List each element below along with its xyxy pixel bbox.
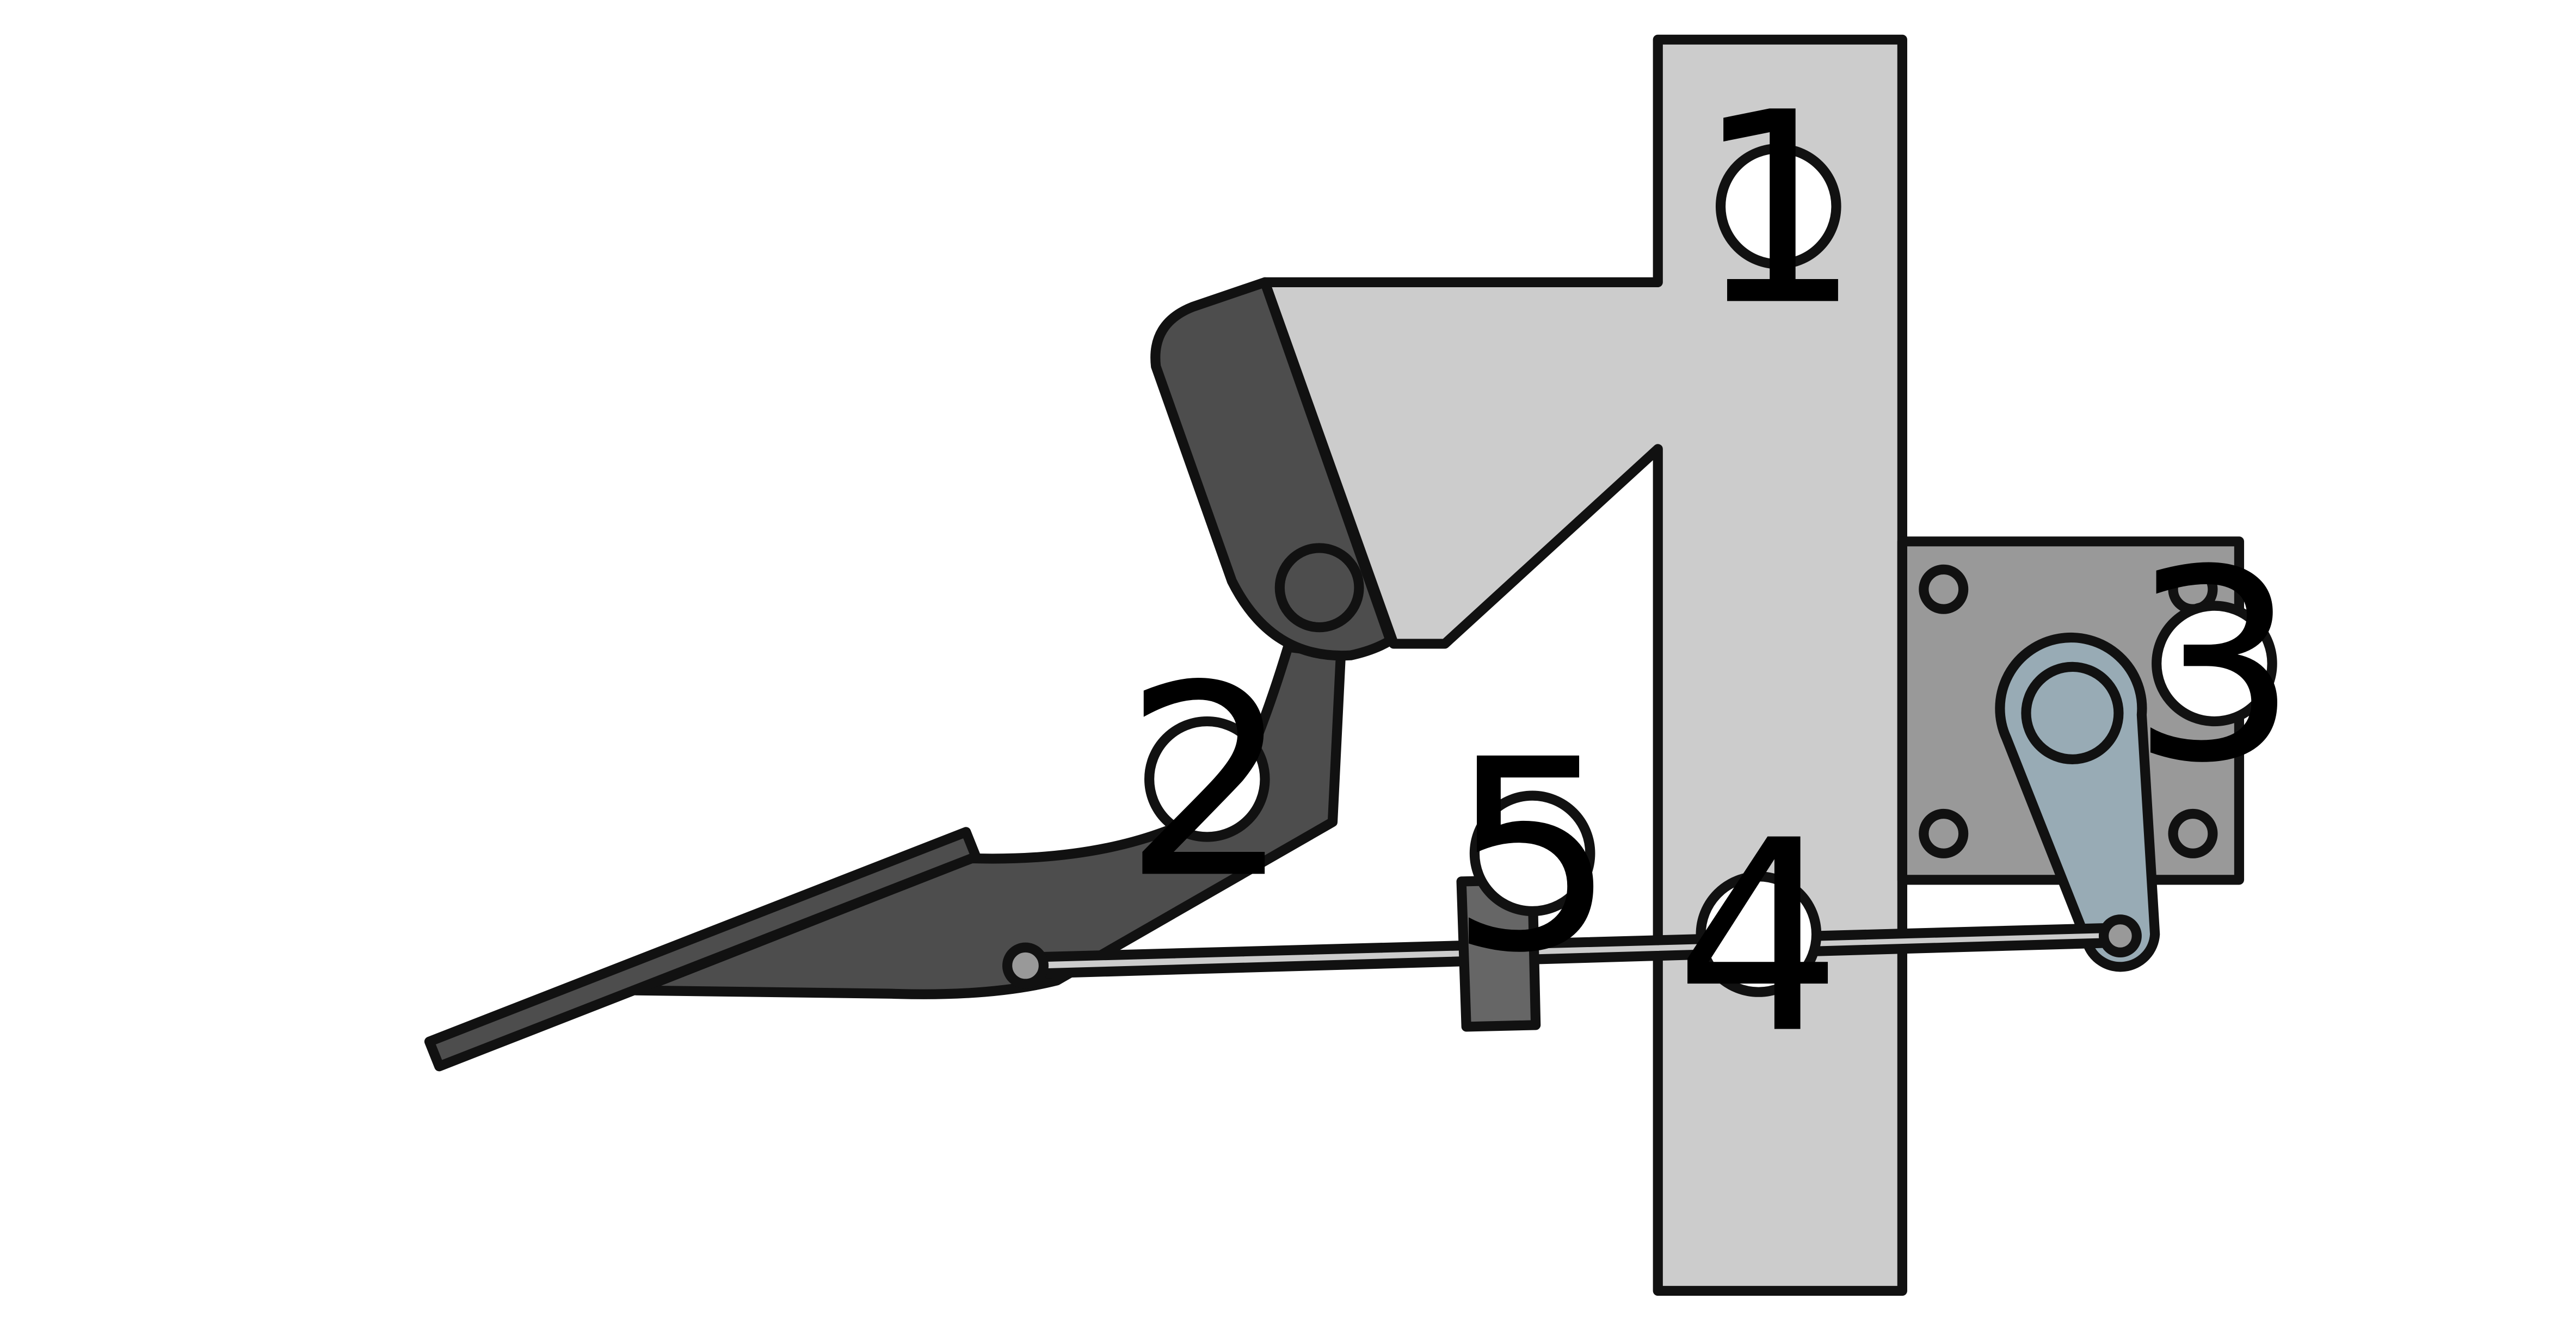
pedal-foot-plate — [424, 827, 981, 1072]
callout-3: 3 — [2130, 513, 2298, 821]
callout-4-label: 4 — [1674, 784, 1842, 1092]
rod-pin-crank — [2098, 914, 2142, 957]
pedal-lever-arm — [631, 642, 1346, 999]
callout-2-label: 2 — [1123, 628, 1291, 936]
callout-1: 1 — [1694, 55, 1863, 363]
rod-pin-pedal — [1002, 942, 1049, 989]
callout-3-label: 3 — [2130, 513, 2298, 821]
callout-4: 4 — [1674, 784, 1842, 1092]
callout-2: 2 — [1123, 628, 1291, 936]
crank-hub — [2021, 661, 2124, 764]
callout-5-label: 5 — [1449, 703, 1617, 1011]
plate-bolt-bottom-left — [1919, 808, 1969, 858]
callout-1-label: 1 — [1694, 55, 1863, 363]
callout-5: 5 — [1449, 703, 1617, 1011]
plate-bolt-top-left — [1919, 564, 1969, 614]
plate-bolt-bottom-right — [2168, 808, 2218, 858]
pivot-bushing — [1274, 543, 1364, 633]
